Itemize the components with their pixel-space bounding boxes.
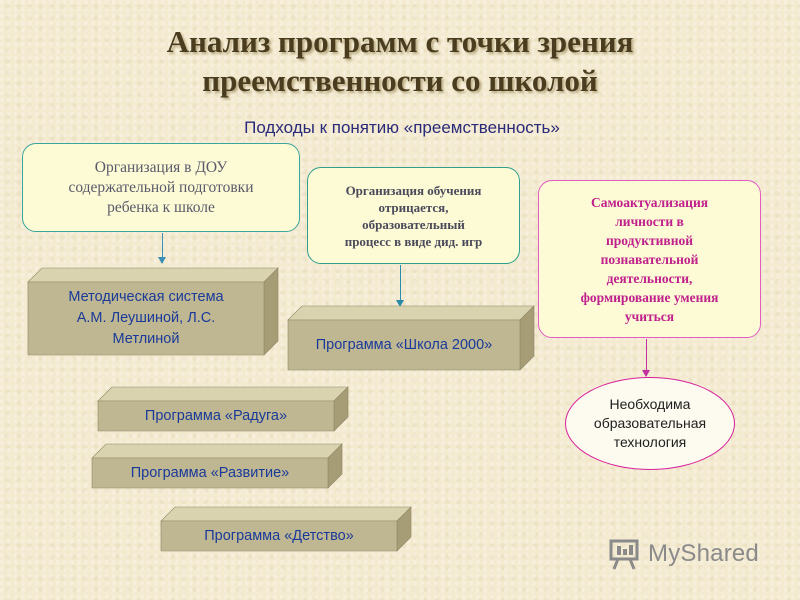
program-block-detstvo: Программа «Детство» — [160, 506, 412, 552]
approach-3-line-6: формирование умения — [580, 289, 719, 305]
approach-3-line-2: личности в — [615, 213, 684, 229]
block-shape — [160, 506, 412, 552]
technology-line-1: Необходима — [609, 396, 691, 412]
slide-title: Анализ программ с точки зрения преемстве… — [0, 22, 800, 100]
block-shape — [27, 267, 279, 356]
program-label-line: Программа «Школа 2000» — [315, 336, 493, 353]
title-line-2: преемственности со школой — [202, 63, 598, 98]
technology-line-2: образовательная — [593, 415, 707, 431]
program-label: Программа «Школа 2000» — [288, 320, 520, 370]
program-block-razvitie: Программа «Развитие» — [91, 443, 343, 489]
technology-ellipse: Необходима образовательная технология — [565, 377, 735, 470]
title-line-1: Анализ программ с точки зрения — [166, 24, 634, 59]
block-shape — [91, 443, 343, 489]
program-label-line: Программа «Развитие» — [130, 464, 290, 481]
approach-3-line-5: деятельности, — [606, 270, 693, 286]
program-label: Программа «Детство» — [161, 521, 397, 551]
presentation-board-icon — [609, 539, 639, 570]
approach-3-line-7: учиться — [624, 308, 675, 324]
approach-box-dou: Организация в ДОУ содержательной подгото… — [22, 143, 300, 232]
myshared-watermark: MyShared — [608, 536, 778, 572]
approach-2-line-1: Организация обучения — [345, 182, 482, 198]
program-label-line: Метлиной — [112, 331, 180, 347]
approach-box-self-actualization: Самоактуализация личности в продуктивной… — [538, 180, 761, 338]
program-label: Программа «Радуга» — [98, 401, 334, 431]
program-block-school-2000: Программа «Школа 2000» — [287, 305, 535, 371]
approach-1-line-3: ребенка к школе — [107, 198, 215, 216]
approach-box-didactic-games: Организация обучения отрицается, образов… — [307, 167, 520, 264]
approach-1-line-1: Организация в ДОУ — [94, 158, 228, 176]
approach-3-line-4: познавательной — [600, 251, 699, 267]
approach-2-line-3: образовательный — [362, 216, 465, 232]
arrow-down-2 — [396, 265, 404, 307]
watermark-text: MyShared — [648, 540, 759, 567]
block-shape — [97, 386, 349, 432]
program-label-line: Программа «Радуга» — [144, 407, 288, 424]
program-label-line: Методическая система — [68, 289, 224, 305]
approach-2-line-2: отрицается, — [378, 199, 449, 215]
approach-2-line-4: процесс в виде дид. игр — [344, 233, 483, 249]
subtitle: Подходы к понятию «преемственность» — [244, 118, 560, 137]
technology-line-3: технология — [613, 434, 687, 450]
program-label-line: Программа «Детство» — [204, 527, 354, 544]
approach-3-line-3: продуктивной — [605, 232, 693, 248]
approach-1-line-2: содержательной подготовки — [68, 178, 254, 196]
approach-3-line-1: Самоактуализация — [590, 194, 709, 210]
program-label: Программа «Развитие» — [92, 458, 328, 488]
block-shape — [287, 305, 535, 371]
arrow-down-3 — [642, 339, 650, 377]
program-label-line: А.М. Леушиной, Л.С. — [76, 310, 216, 326]
program-block-raduga: Программа «Радуга» — [97, 386, 349, 432]
arrow-down-1 — [158, 233, 166, 264]
